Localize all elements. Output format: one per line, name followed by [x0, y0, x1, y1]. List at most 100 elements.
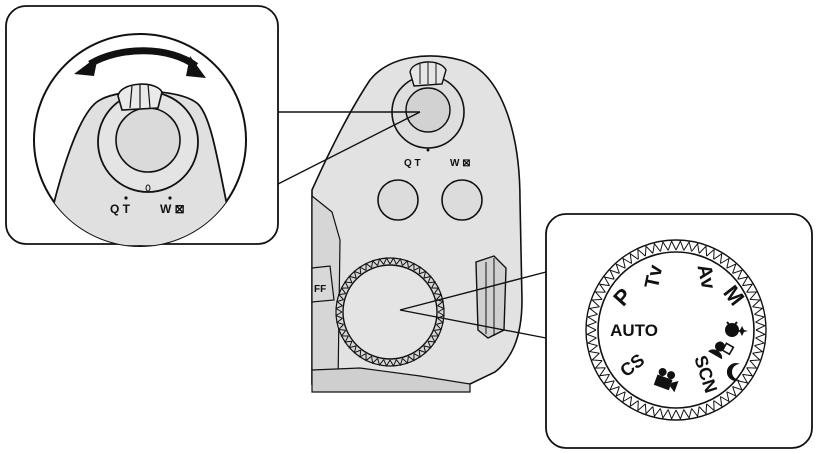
power-switch[interactable] — [311, 265, 335, 303]
dial-tooth — [749, 352, 761, 362]
dial-tooth — [726, 263, 737, 274]
zoom-leader-bottom — [277, 111, 421, 185]
dial-tooth — [594, 360, 606, 369]
camera-dial-tooth — [377, 358, 385, 367]
dial-tooth — [752, 345, 764, 354]
dial-tooth — [598, 283, 610, 293]
camera-dial-tooth — [335, 305, 343, 313]
creative-mode-icon — [725, 321, 748, 337]
power-label-fragment: FF — [314, 284, 326, 295]
camera-dial-tooth — [408, 353, 415, 362]
dial-tooth — [706, 248, 715, 260]
dial-tooth — [594, 291, 606, 300]
night-icon — [726, 363, 740, 381]
dial-tooth — [637, 400, 646, 412]
camera-dial-tooth — [402, 356, 409, 365]
mode-auto: AUTO — [610, 321, 658, 340]
camera-dial-tooth — [359, 350, 367, 358]
camera-dial-tooth — [395, 257, 403, 266]
camera-dial-tooth — [335, 299, 344, 307]
dial-tooth — [615, 386, 626, 397]
dial-tooth — [585, 329, 597, 339]
camera-wide-label: W ⊠ — [450, 158, 471, 169]
camera-dial-tooth — [423, 341, 432, 349]
camera-dial-tooth — [359, 266, 367, 274]
camera-dial-tooth — [371, 259, 378, 268]
camera-dial-tooth — [383, 257, 391, 265]
dial-tooth — [691, 406, 700, 418]
portrait-icon — [708, 341, 735, 360]
dial-tooth — [742, 367, 754, 377]
dial-tooth — [629, 252, 639, 264]
dial-tooth — [706, 400, 715, 412]
dial-tooth — [591, 352, 603, 362]
dial-tooth — [737, 276, 749, 286]
dial-tooth — [675, 409, 685, 421]
dial-tooth — [622, 391, 632, 403]
dial-tooth — [637, 248, 646, 260]
dial-tooth — [683, 408, 693, 420]
camera-dial-tooth — [413, 266, 421, 274]
dial-tooth — [746, 360, 758, 369]
camera-dial-tooth — [335, 317, 344, 325]
camera-lower-edge — [311, 367, 471, 393]
camera-dial-tooth — [353, 345, 361, 354]
dial-tooth — [737, 374, 749, 384]
zoom-wide-label: W ⊠ — [160, 202, 185, 216]
camera-dial-tooth — [340, 330, 349, 337]
zoom-tele-label: Q T — [110, 202, 131, 216]
dial-tooth — [603, 374, 615, 384]
dial-tooth — [652, 242, 661, 254]
dial-tooth — [659, 408, 669, 420]
camera-mode-dial[interactable] — [335, 257, 445, 367]
dial-tooth — [667, 239, 677, 251]
mode-tv: Tv — [641, 262, 668, 290]
camera-dial-tooth — [371, 356, 378, 365]
camera-dial-tooth — [389, 257, 397, 265]
dial-tooth — [622, 257, 632, 269]
tele-dot — [426, 148, 430, 152]
function-button-right[interactable] — [441, 179, 483, 221]
camera-dial-tooth — [340, 287, 349, 294]
camera-dial-tooth — [395, 358, 403, 367]
dial-tooth — [586, 313, 598, 323]
mode-dial-callout: P Tv Av M AUTO CS SCN — [399, 213, 813, 449]
camera-dial-tooth — [365, 353, 372, 362]
camera-dial-tooth — [348, 275, 357, 283]
dial-tooth — [659, 240, 669, 252]
camera-dial-tooth — [431, 287, 440, 294]
camera-dial-tooth — [344, 335, 352, 343]
dial-tooth — [675, 239, 685, 251]
dial-tooth — [588, 345, 600, 354]
arrow-right-head — [186, 56, 206, 78]
arrow-left-head — [74, 56, 98, 76]
function-button-left[interactable] — [377, 179, 419, 221]
zoom-lever-callout: Q T W ⊠ — [5, 5, 421, 247]
dial-tooth — [591, 298, 603, 308]
mode-av: Av — [693, 262, 720, 292]
camera-dial-tooth — [419, 270, 427, 279]
dial-tooth — [746, 291, 758, 300]
dial-tooth — [720, 257, 730, 269]
dial-leader-bottom — [399, 309, 547, 339]
dial-tooth — [691, 242, 700, 254]
camera-body: FF Q T W ⊠ — [311, 55, 523, 393]
dial-tooth — [652, 406, 661, 418]
camera-dial-tooth — [434, 293, 443, 300]
camera-dial-tooth — [428, 335, 436, 343]
dial-tooth — [698, 245, 708, 257]
dial-tooth — [726, 386, 737, 397]
dial-tooth — [749, 298, 761, 308]
dial-tooth — [629, 396, 639, 408]
dial-tooth — [754, 337, 766, 347]
camera-dial-tooth — [436, 317, 445, 325]
mode-dial-face[interactable] — [585, 239, 767, 421]
dial-tooth — [586, 337, 598, 347]
camera-dial-tooth — [353, 270, 361, 279]
dial-tooth — [644, 403, 654, 415]
dial-tooth — [609, 269, 620, 280]
dial-tooth — [683, 240, 693, 252]
dial-tooth — [754, 313, 766, 323]
dial-tooth — [742, 283, 754, 293]
camera-dial-tooth — [408, 262, 415, 271]
